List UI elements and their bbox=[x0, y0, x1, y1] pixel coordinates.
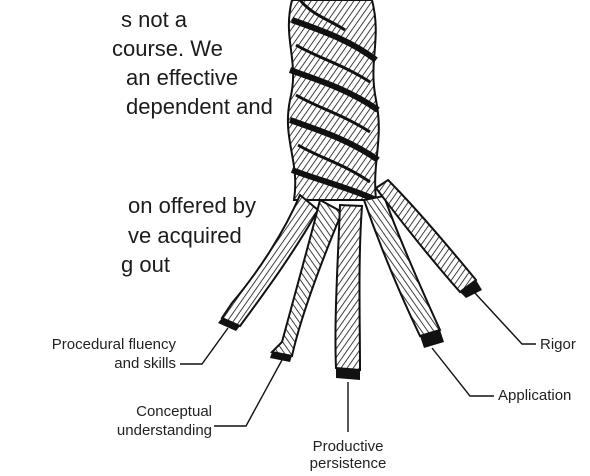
text-line: g out bbox=[121, 252, 170, 277]
leader-conceptual bbox=[214, 359, 283, 427]
rope-strand-conceptual bbox=[269, 198, 344, 362]
text-line: s not a bbox=[121, 7, 188, 32]
label-line: Conceptual bbox=[136, 403, 212, 420]
label-rigor: Rigor bbox=[540, 335, 576, 354]
text-line: course. We bbox=[112, 36, 223, 61]
label-line: Procedural fluency bbox=[51, 336, 176, 353]
label-line: and skills bbox=[114, 355, 176, 372]
rope-trunk bbox=[286, 0, 380, 203]
label-line: understanding bbox=[116, 422, 212, 439]
label-procedural-fluency: Procedural fluency and skills bbox=[52, 335, 176, 373]
text-line: dependent and bbox=[126, 94, 273, 119]
label-application: Application bbox=[498, 386, 571, 405]
label-conceptual-understanding: Conceptual understanding bbox=[117, 402, 212, 440]
label-line: Productive bbox=[312, 438, 384, 455]
leader-application bbox=[431, 347, 494, 397]
rope-strand-procedural bbox=[218, 193, 320, 331]
rope-strand-application bbox=[362, 194, 444, 348]
text-line: on offered by bbox=[128, 193, 257, 218]
leader-rigor bbox=[473, 291, 536, 345]
rope-strand-rigor bbox=[374, 178, 482, 298]
label-line: persistence bbox=[309, 455, 387, 472]
label-line: Application bbox=[498, 387, 572, 404]
rope-strand-persistence bbox=[334, 203, 364, 380]
leader-procedural bbox=[180, 327, 229, 365]
text-line: an effective bbox=[126, 65, 239, 90]
leader-lines bbox=[180, 291, 536, 432]
label-line: Rigor bbox=[540, 336, 576, 353]
label-productive-persistence: Productive persistence bbox=[300, 438, 396, 472]
text-line: ve acquired bbox=[128, 223, 242, 248]
